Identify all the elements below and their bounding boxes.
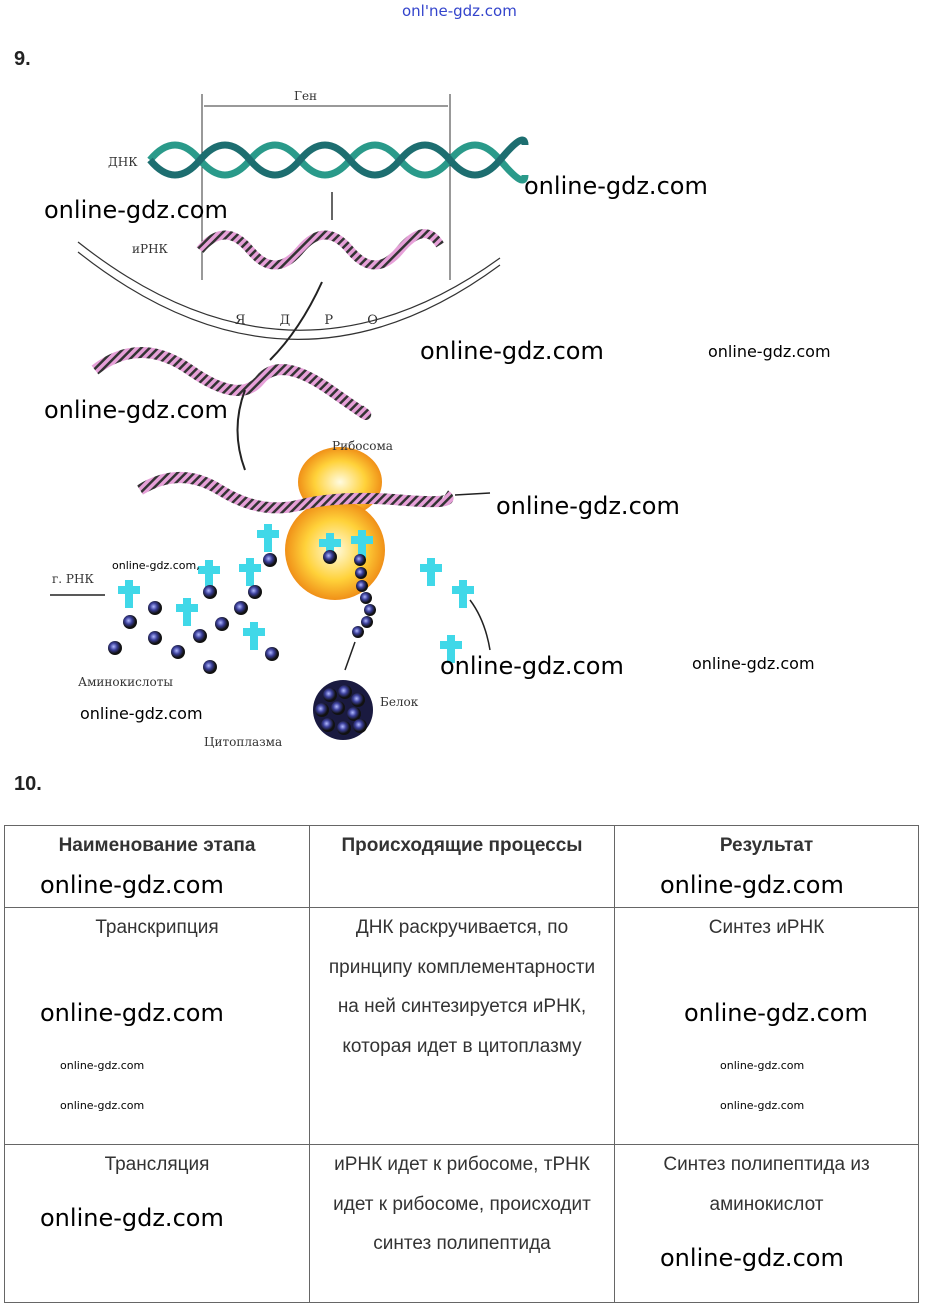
stage-cell: Трансляция <box>4 1144 310 1303</box>
trna-icon <box>257 524 279 552</box>
mrna-strand <box>196 229 444 270</box>
watermark: online-gdz.com <box>40 999 224 1027</box>
arrow-icon <box>344 641 356 671</box>
mrna-strand-cytoplasm <box>91 347 372 420</box>
amino-acids-label: Аминокислоты <box>78 675 173 689</box>
watermark: online-gdz.com <box>44 196 228 224</box>
trna-icon <box>420 558 442 586</box>
trna-icon <box>243 622 265 650</box>
trna-icon <box>452 580 474 608</box>
table-row: Трансляция иРНК идет к рибосоме, тРНК ид… <box>4 1144 919 1303</box>
site-link[interactable]: onl'ne-gdz.com <box>402 2 517 20</box>
amino-acids <box>108 550 376 674</box>
watermark: online-gdz.com <box>720 1099 805 1112</box>
ribosome-large-subunit <box>285 500 385 600</box>
result-cell: Синтез полипептида из аминокислот <box>614 1144 919 1303</box>
watermark: online-gdz.com <box>496 492 680 520</box>
arrow-icon <box>454 492 491 496</box>
watermark: online-gdz.com, <box>112 559 200 572</box>
watermark: online-gdz.com <box>660 871 844 899</box>
table-row: Транскрипция ДНК раскручивается, по прин… <box>4 907 919 1145</box>
trna-label: г. РНК <box>52 572 94 586</box>
process-cell: ДНК раскручивается, по принципу комплеме… <box>309 907 615 1145</box>
watermark: online-gdz.com <box>60 1059 145 1072</box>
stage-cell: Транскрипция <box>4 907 310 1145</box>
task-10-number: 10. <box>14 773 42 795</box>
process-cell: иРНК идет к рибосоме, тРНК идет к рибосо… <box>309 1144 615 1303</box>
watermark: online-gdz.com <box>524 172 708 200</box>
header-result: Результат <box>614 825 919 908</box>
header-processes: Происходящие процессы <box>309 825 615 908</box>
watermark: online-gdz.com <box>420 337 604 365</box>
trna-icon <box>319 533 341 561</box>
watermark: online-gdz.com <box>720 1059 805 1072</box>
table-header-row: Наименование этапа Происходящие процессы… <box>4 825 919 908</box>
watermark: online-gdz.com <box>708 342 831 361</box>
task-9-number: 9. <box>14 48 31 70</box>
ribosome-label: Рибосома <box>332 439 393 453</box>
watermark: online-gdz.com <box>660 1244 844 1272</box>
arrow-icon <box>469 599 491 651</box>
gene-label: Ген <box>294 89 317 103</box>
watermark: online-gdz.com <box>40 871 224 899</box>
arrow-icon <box>269 281 323 361</box>
header-stage: Наименование этапа <box>4 825 310 908</box>
dna-label: ДНК <box>108 155 138 169</box>
nucleus-label: Я Д Р О <box>235 313 393 328</box>
trna-icon <box>198 560 220 588</box>
watermark: online-gdz.com <box>80 704 203 723</box>
trna-icon <box>118 580 140 608</box>
watermark: online-gdz.com <box>692 654 815 673</box>
trna-icon <box>440 635 462 663</box>
protein-synthesis-diagram: Ген ДНК иРНК Я Д Р О Рибосома <box>50 89 529 749</box>
protein-label: Белок <box>380 695 419 709</box>
trna-icon <box>351 530 373 558</box>
cytoplasm-label: Цитоплазма <box>204 735 282 749</box>
trna-icon <box>239 558 261 586</box>
watermark: online-gdz.com <box>44 396 228 424</box>
watermark: online-gdz.com <box>440 652 624 680</box>
mrna-on-ribosome <box>137 472 454 514</box>
protein-cluster <box>313 680 373 740</box>
watermark: online-gdz.com <box>684 999 868 1027</box>
trna-molecules <box>118 524 474 663</box>
dna-helix <box>147 136 529 184</box>
translation-stages-table: Наименование этапа Происходящие процессы… <box>4 825 919 1303</box>
mrna-label: иРНК <box>132 242 169 256</box>
watermark: online-gdz.com <box>40 1204 224 1232</box>
arrow-icon <box>236 389 246 471</box>
watermark: online-gdz.com <box>60 1099 145 1112</box>
trna-icon <box>176 598 198 626</box>
